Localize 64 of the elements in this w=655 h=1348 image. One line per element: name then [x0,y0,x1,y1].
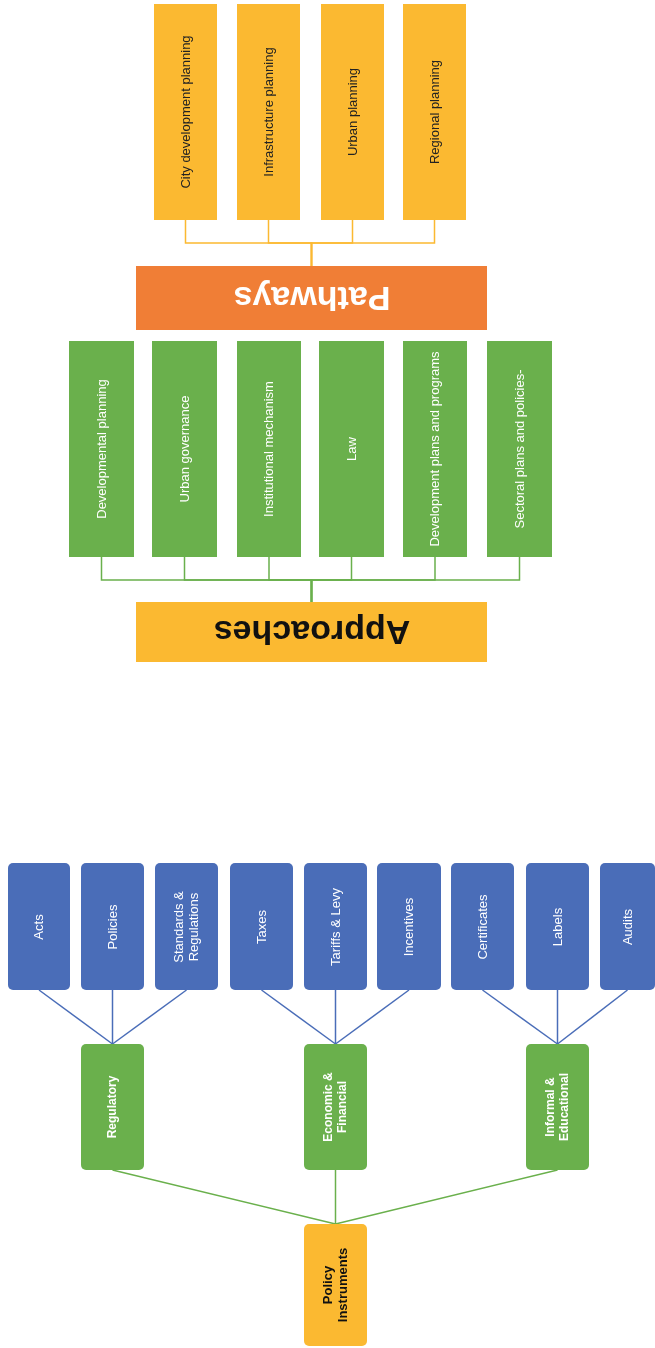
box-label: Pathways [233,278,390,318]
box-label: Taxes [254,908,269,946]
box-label: Tariffs & Levy [328,886,343,968]
box-label: Approaches [213,612,410,652]
instrument-box [304,863,367,990]
box-label: City development planning [178,34,193,191]
connector-line [111,989,114,1045]
category-box [304,1044,367,1170]
pathway-box [154,4,217,220]
connector-line [334,989,337,1045]
box-label: Policy Instruments [320,1246,351,1325]
instrument-box [451,863,514,990]
connector-line [38,989,114,1045]
box-label: Development plans and programs [427,350,443,549]
connector-line [556,989,559,1045]
category-box [81,1044,144,1170]
pathway-box [403,4,466,220]
instrument-box [155,863,218,990]
instrument-box [8,863,70,990]
instrument-box [81,863,144,990]
box-label: Law [344,436,359,463]
pathway-box [237,4,300,220]
box-label: Developmental planning [94,378,109,521]
box-label: Regional planning [427,58,442,167]
box-label: Incentives [401,896,417,958]
box-label: Standards & Regulations [171,889,202,965]
box-label: Acts [31,912,47,942]
box-label: Urban governance [177,394,192,505]
category-box [526,1044,589,1170]
header-band [136,266,487,330]
connector-line [260,989,337,1045]
box-label: Institutional mechanism [261,380,277,519]
connector-line [334,1169,559,1225]
approach-box [69,341,134,557]
box-label: Economic & Financial [321,1071,350,1144]
box-label: Certificates [475,893,490,961]
approach-box [237,341,301,557]
box-label: Urban planning [345,66,360,159]
approach-box [319,341,384,557]
connector-line [310,219,436,267]
approach-box [487,341,552,557]
header-band [136,602,487,662]
approach-box [152,341,217,557]
connector-line [111,1169,337,1225]
box-label: Labels [550,906,565,948]
connector-line [310,556,521,603]
root-box [304,1224,367,1346]
box-label: Sectoral plans and policies- [512,368,527,531]
connector-line [481,989,559,1045]
pathway-box [321,4,384,220]
approach-box [403,341,467,557]
instrument-box [230,863,293,990]
instrument-box [526,863,589,990]
box-label: Infrastructure planning [261,46,276,179]
connector-line [556,989,629,1045]
connector-line [334,989,410,1045]
instrument-box [377,863,441,990]
instrument-box [600,863,655,990]
connector-line [334,1169,337,1225]
connector-line [111,989,188,1045]
box-label: Audits [620,907,635,947]
box-label: Regulatory [105,1074,120,1141]
box-label: Policies [105,903,120,951]
box-label: Informal & Educational [543,1072,572,1143]
